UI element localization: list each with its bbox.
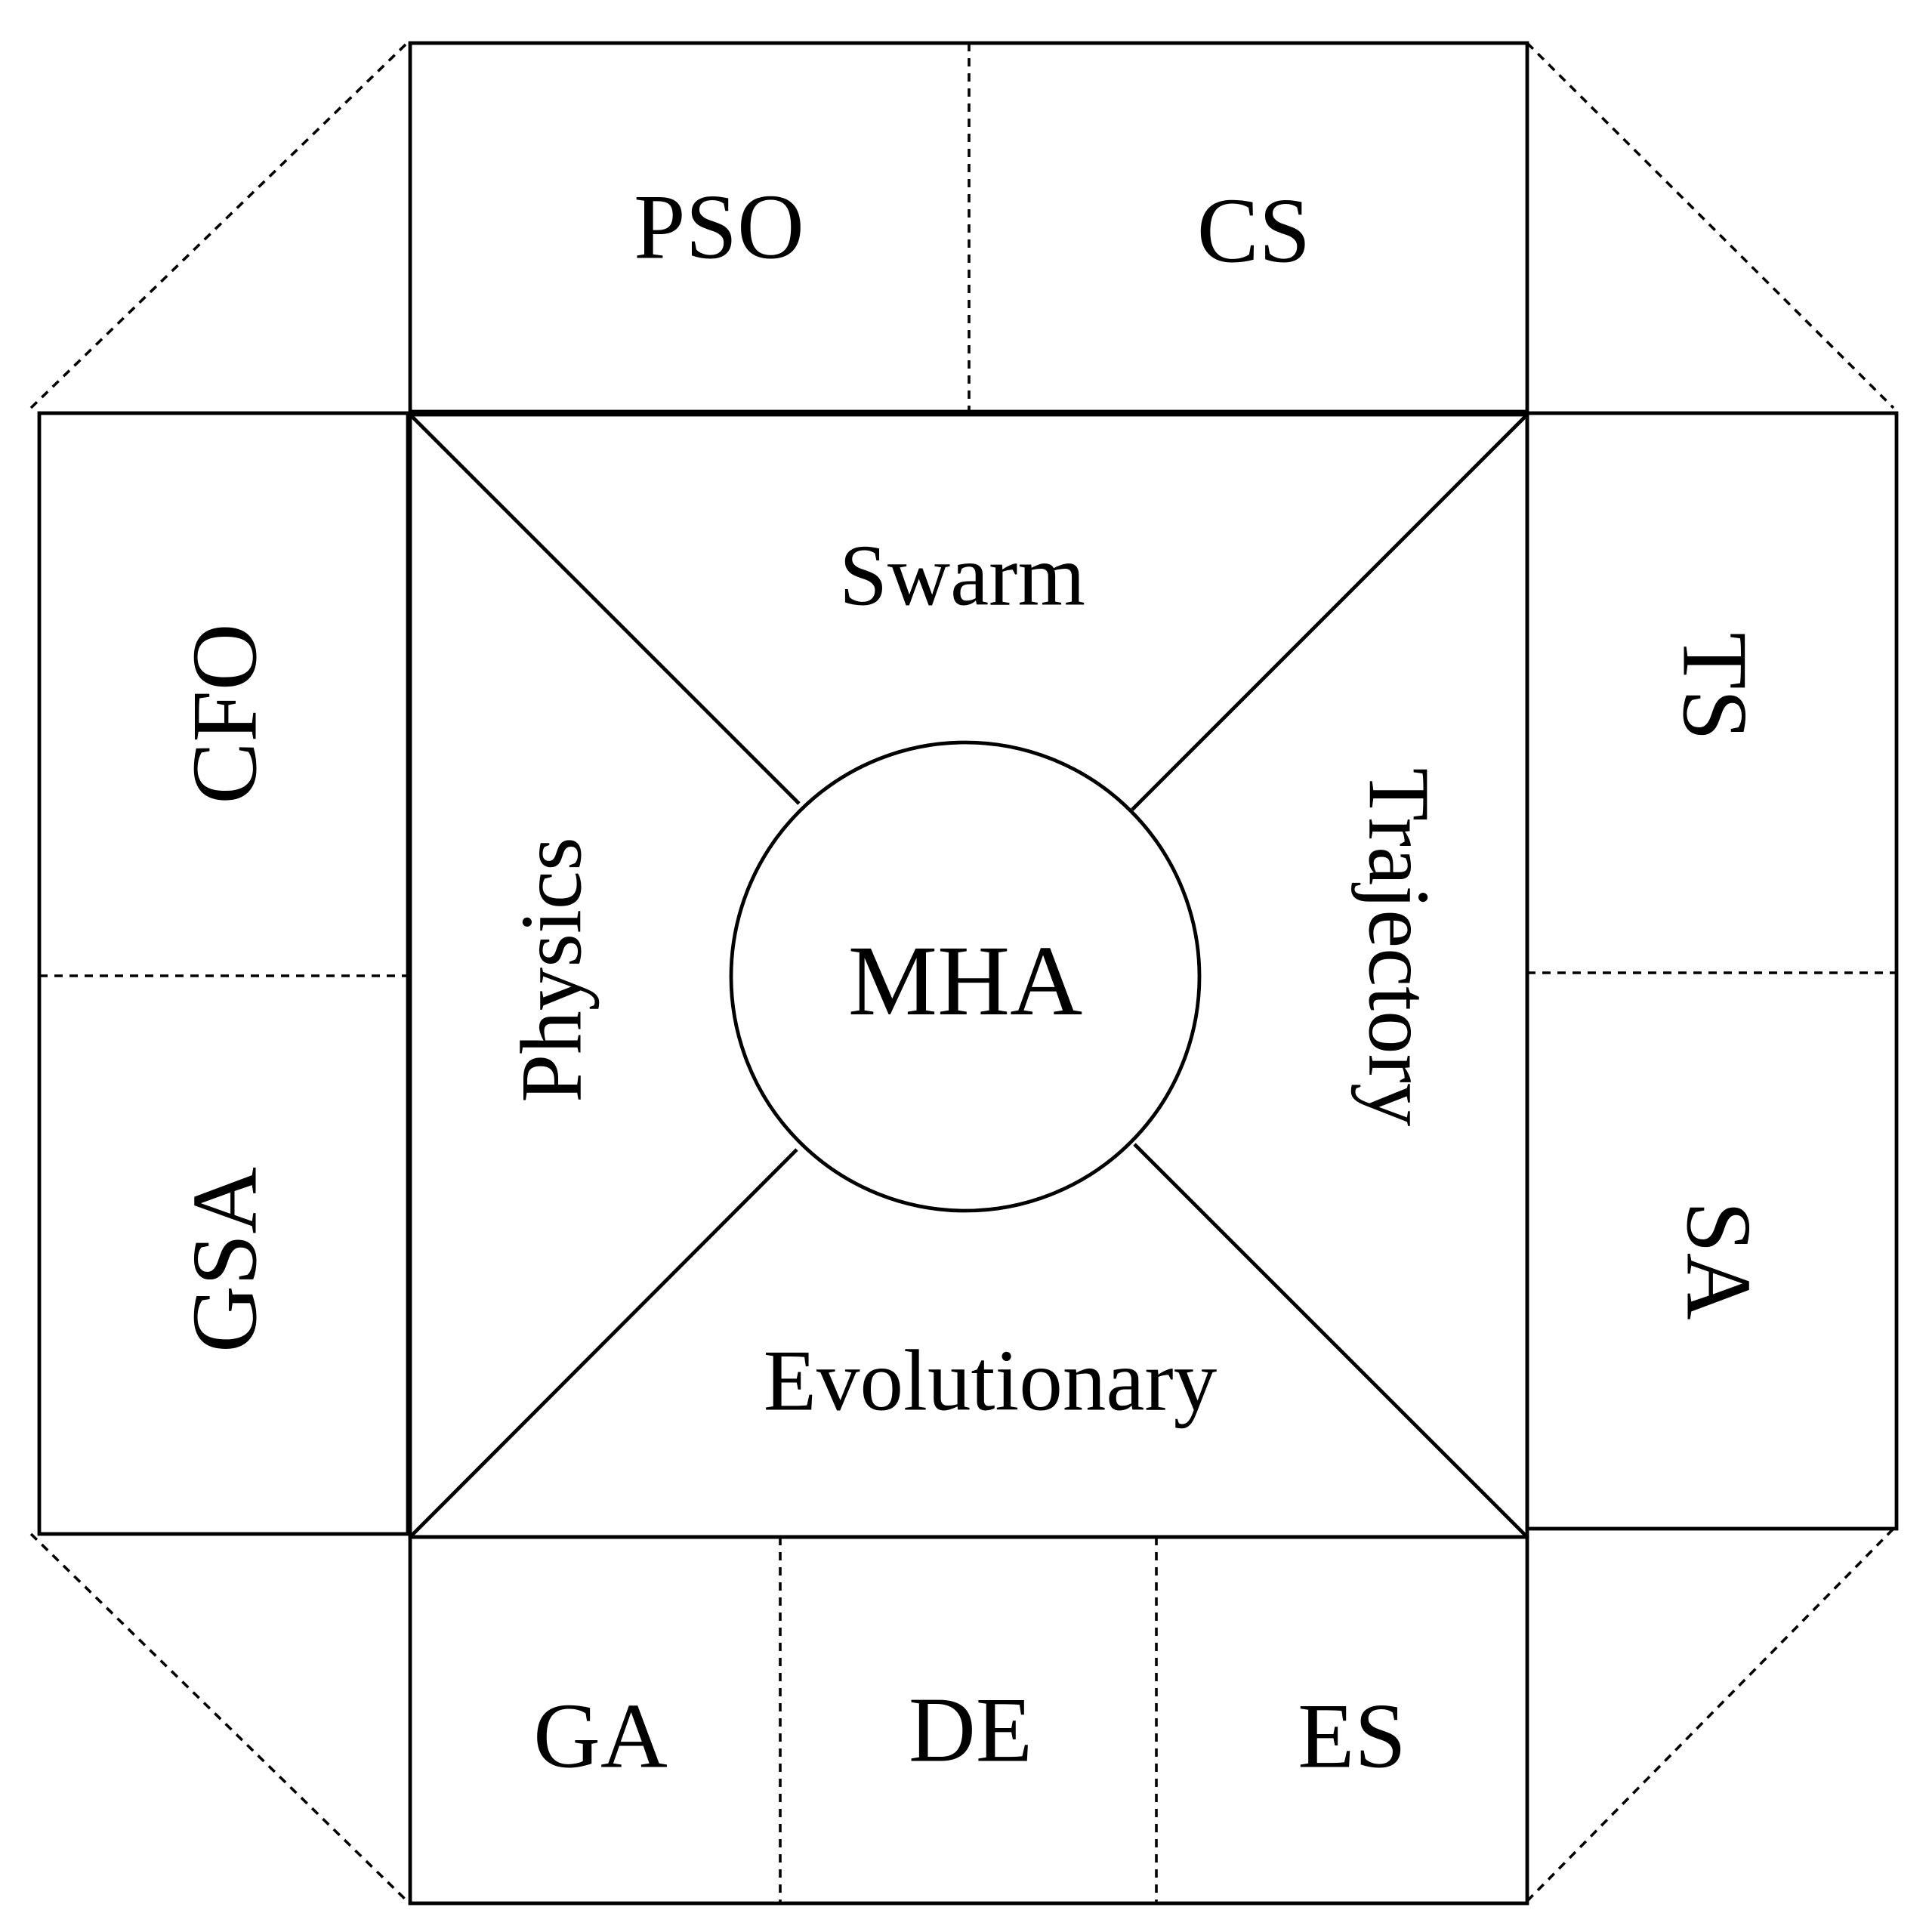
algorithm-label-cfo: CFO	[173, 623, 276, 804]
algorithm-label-de: DE	[909, 1678, 1032, 1782]
algorithm-label-pso: PSO	[634, 175, 804, 279]
category-label-swarm: Swarm	[839, 528, 1085, 624]
corner-connector-bottom-left	[29, 1532, 409, 1903]
category-square	[408, 412, 1529, 1539]
corner-connector-top-left	[29, 42, 409, 409]
category-label-evolutionary: Evolutionary	[764, 1333, 1218, 1429]
corner-connector-top-right	[1526, 42, 1895, 409]
algorithm-label-es: ES	[1298, 1684, 1406, 1788]
corner-connector-bottom-right	[1526, 1527, 1895, 1903]
algorithm-label-sa: SA	[1668, 1201, 1771, 1319]
trajectory-algorithms-panel	[1525, 411, 1899, 1531]
center-label: MHA	[848, 924, 1082, 1036]
category-label-physics: Physics	[504, 837, 600, 1102]
diagonal-bottom-right	[1133, 1143, 1529, 1539]
physics-algorithms-panel	[37, 411, 410, 1536]
diagonal-top-right	[1131, 413, 1529, 811]
algorithm-label-cs: CS	[1197, 179, 1310, 282]
diagonal-top-left	[409, 413, 801, 805]
center-circle	[729, 740, 1202, 1213]
algorithm-label-ts: TS	[1664, 632, 1767, 741]
diagonal-bottom-left	[409, 1148, 798, 1539]
category-label-trajectory: Trajectory	[1351, 768, 1447, 1127]
algorithm-label-gsa: GSA	[173, 1167, 276, 1353]
algorithm-label-ga: GA	[533, 1684, 668, 1788]
